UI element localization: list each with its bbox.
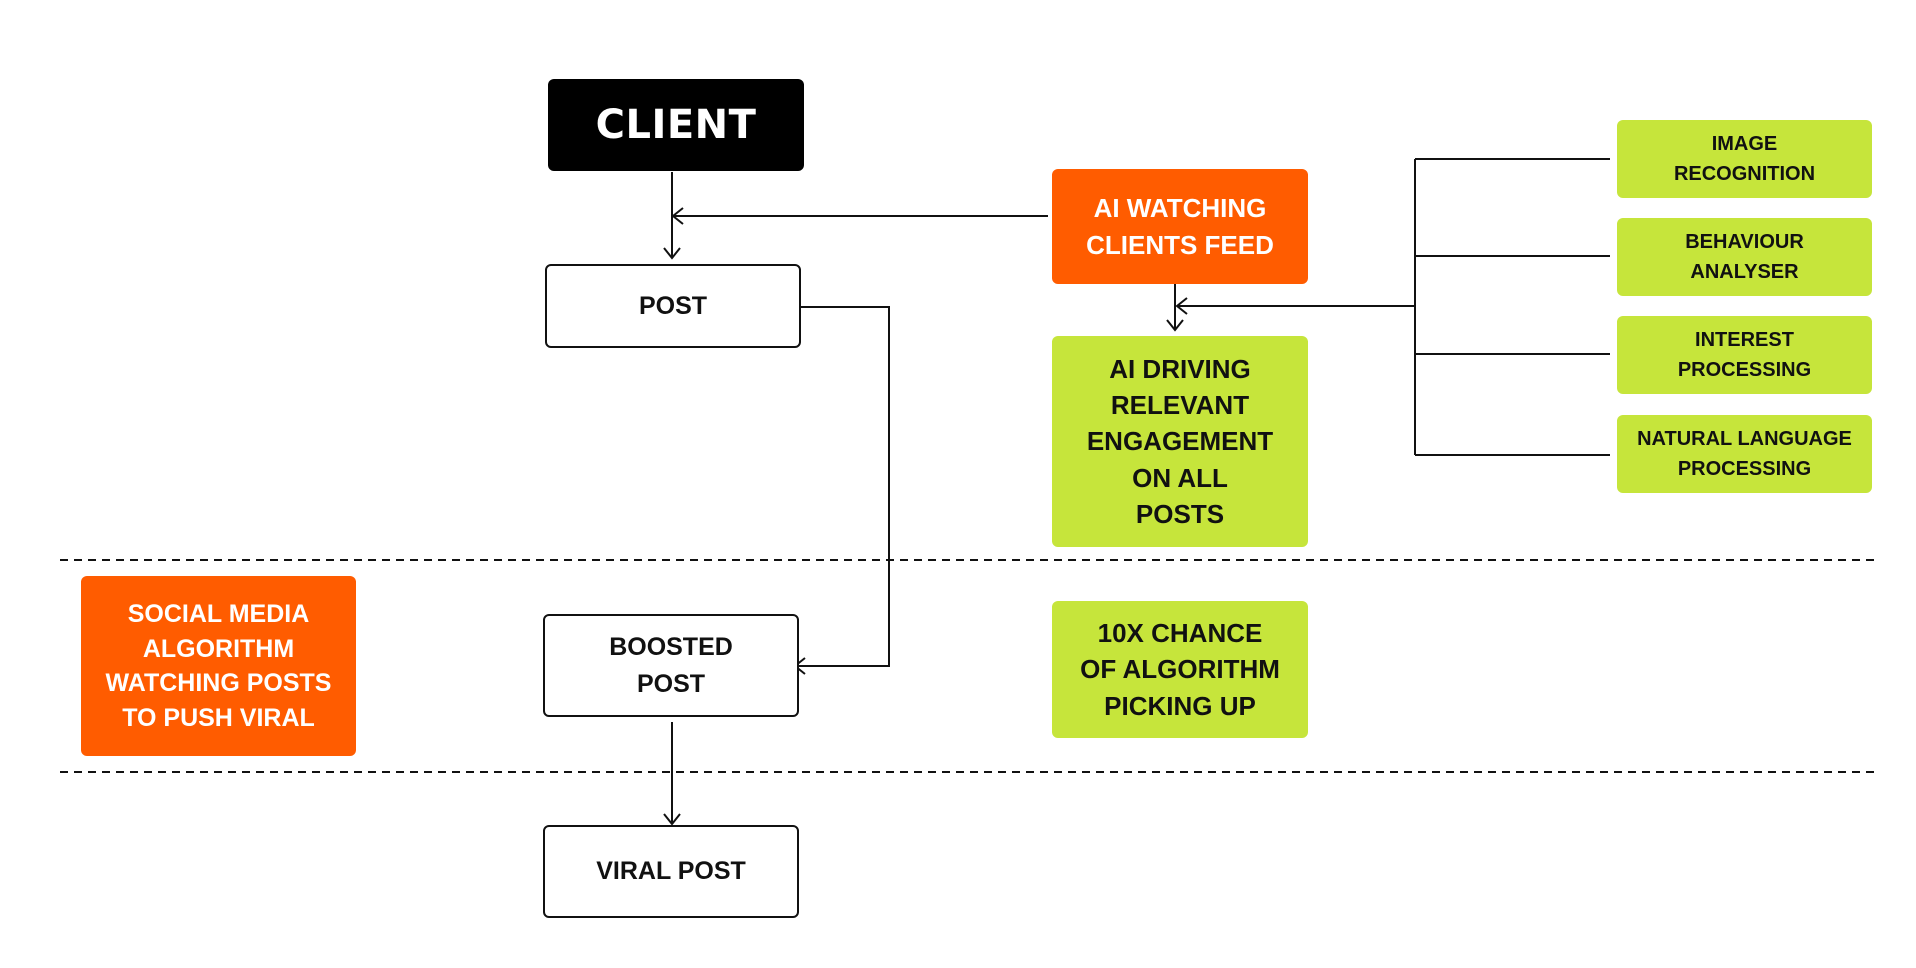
node-ai-watching: AI WATCHING CLIENTS FEED bbox=[1052, 169, 1308, 284]
arrowhead-ai-driving bbox=[1166, 319, 1184, 332]
arrowhead-client-line bbox=[671, 207, 684, 225]
node-ai-driving: AI DRIVING RELEVANT ENGAGEMENT ON ALL PO… bbox=[1052, 336, 1308, 547]
feature-interest-processing: INTEREST PROCESSING bbox=[1617, 316, 1872, 394]
node-client: CLIENT bbox=[548, 79, 804, 171]
node-ten-x-chance: 10X CHANCE OF ALGORITHM PICKING UP bbox=[1052, 601, 1308, 738]
arrowhead-viral-post bbox=[663, 813, 681, 826]
node-post: POST bbox=[545, 264, 801, 348]
node-boosted-post: BOOSTED POST bbox=[543, 614, 799, 717]
node-social-media-algorithm: SOCIAL MEDIA ALGORITHM WATCHING POSTS TO… bbox=[81, 576, 356, 756]
arrowhead-post bbox=[663, 247, 681, 260]
feature-natural-language-processing: NATURAL LANGUAGE PROCESSING bbox=[1617, 415, 1872, 493]
arrow-post-to-boosted-post bbox=[795, 306, 890, 667]
node-viral-post: VIRAL POST bbox=[543, 825, 799, 918]
arrowhead-ai-line bbox=[1175, 297, 1188, 315]
feature-image-recognition: IMAGE RECOGNITION bbox=[1617, 120, 1872, 198]
feature-behaviour-analyser: BEHAVIOUR ANALYSER bbox=[1617, 218, 1872, 296]
